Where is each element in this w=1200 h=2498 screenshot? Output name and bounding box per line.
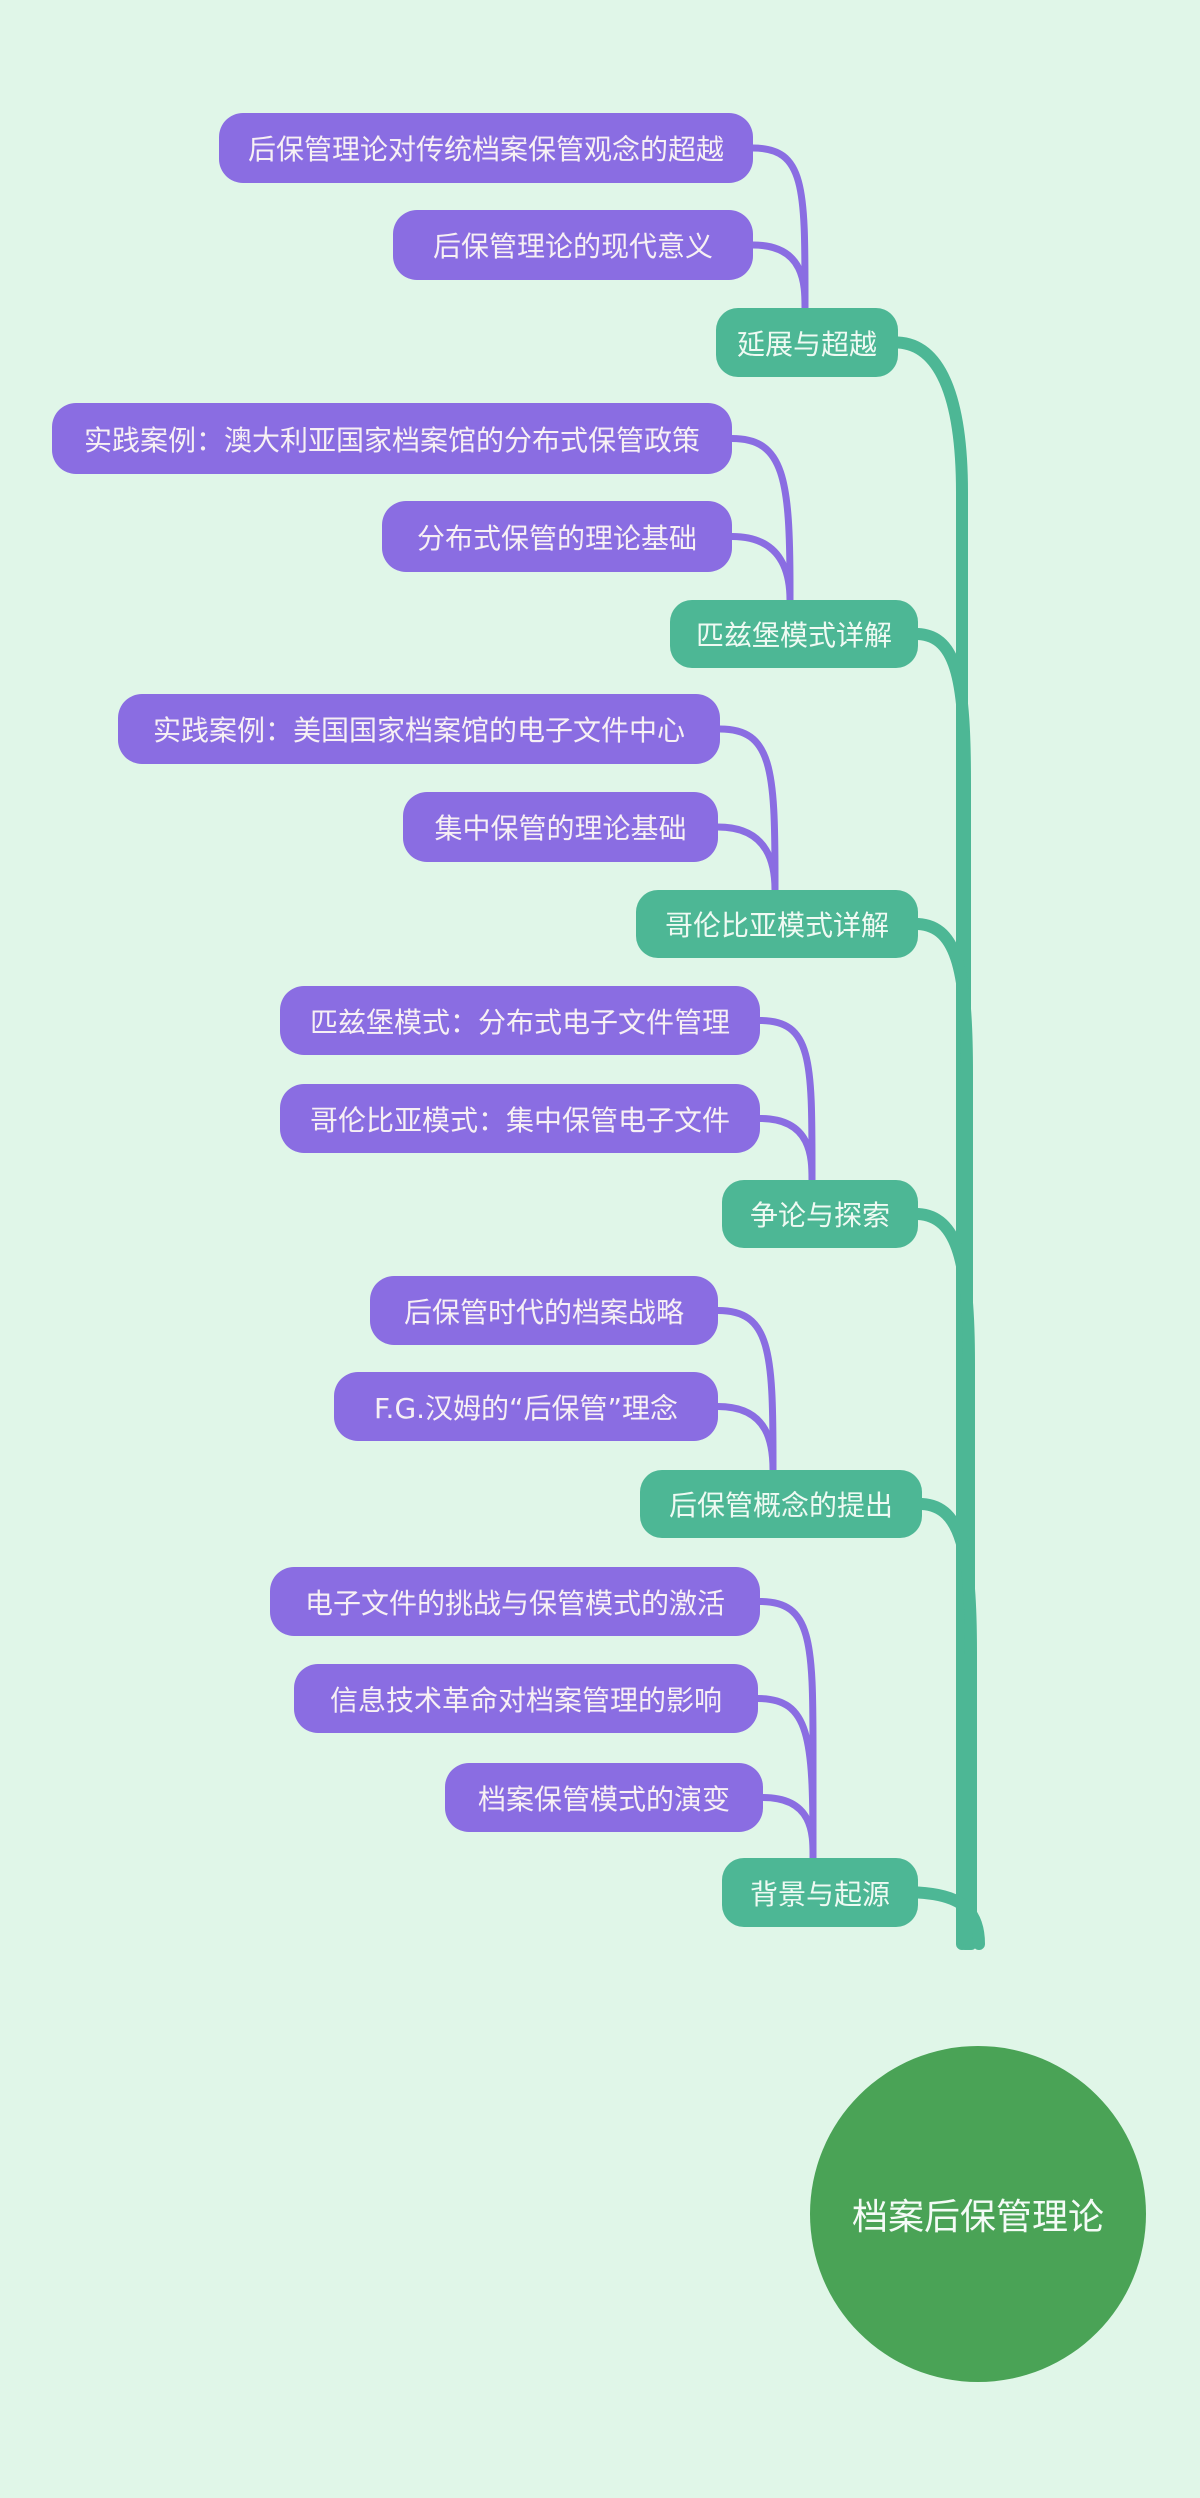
leaf-node[interactable]: 哥伦比亚模式：集中保管电子文件 <box>280 1084 760 1153</box>
leaf-connector <box>759 1794 817 1868</box>
branch-connector <box>912 628 971 1950</box>
leaf-connector <box>756 1115 816 1190</box>
branch-node[interactable]: 争论与探索 <box>722 1180 918 1248</box>
branch-node-label: 匹兹堡模式详解 <box>695 619 892 652</box>
leaf-node[interactable]: 电子文件的挑战与保管模式的激活 <box>270 1567 760 1636</box>
leaf-node-label: 电子文件的挑战与保管模式的激活 <box>304 1586 725 1620</box>
leaf-node-label: 哥伦比亚模式：集中保管电子文件 <box>309 1103 730 1137</box>
branch-node[interactable]: 后保管概念的提出 <box>640 1470 922 1538</box>
branch-connector <box>892 336 968 1950</box>
leaf-connector <box>728 435 794 610</box>
root-node[interactable]: 档案后保管理论 <box>810 2046 1146 2382</box>
leaf-connector <box>756 1598 817 1868</box>
leaf-node-label: 信息技术革命对档案管理的影响 <box>329 1683 722 1717</box>
leaf-node-label: 集中保管的理论基础 <box>434 812 687 845</box>
branch-node-label: 哥伦比亚模式详解 <box>664 909 889 942</box>
leaf-connector <box>716 725 779 900</box>
leaf-connector <box>754 1695 817 1868</box>
leaf-connector <box>714 823 779 900</box>
branch-node-label: 背景与起源 <box>749 1877 890 1911</box>
branch-connector <box>912 918 973 1950</box>
leaf-connector <box>714 1307 777 1480</box>
leaf-connector <box>749 241 809 318</box>
leaf-connector <box>749 144 809 318</box>
leaf-node-label: 实践案例：澳大利亚国家档案馆的分布式保管政策 <box>83 423 700 457</box>
leaf-node[interactable]: 匹兹堡模式：分布式电子文件管理 <box>280 986 760 1055</box>
leaf-node[interactable]: 实践案例：澳大利亚国家档案馆的分布式保管政策 <box>52 403 732 474</box>
branch-node-label: 争论与探索 <box>749 1199 890 1232</box>
branch-node[interactable]: 背景与起源 <box>722 1858 918 1927</box>
leaf-node-label: 实践案例：美国国家档案馆的电子文件中心 <box>152 714 685 747</box>
leaf-node-label: 档案保管模式的演变 <box>477 1782 730 1816</box>
leaf-node[interactable]: 实践案例：美国国家档案馆的电子文件中心 <box>118 694 720 764</box>
leaf-node[interactable]: 档案保管模式的演变 <box>445 1763 763 1832</box>
leaf-node[interactable]: 后保管理论的现代意义 <box>393 210 753 280</box>
branch-node[interactable]: 延展与超越 <box>716 308 898 377</box>
leaf-node[interactable]: 分布式保管的理论基础 <box>382 501 732 572</box>
leaf-node[interactable]: 后保管理论对传统档案保管观念的超越 <box>219 113 753 183</box>
leaf-connector <box>714 1403 777 1480</box>
branch-node[interactable]: 哥伦比亚模式详解 <box>636 890 918 958</box>
branch-node[interactable]: 匹兹堡模式详解 <box>670 600 918 668</box>
branch-connector <box>912 1208 975 1950</box>
leaf-node-label: 后保管理论对传统档案保管观念的超越 <box>247 133 724 166</box>
leaf-node-label: 后保管理论的现代意义 <box>432 230 713 263</box>
leaf-node[interactable]: 后保管时代的档案战略 <box>370 1276 718 1345</box>
leaf-node[interactable]: 集中保管的理论基础 <box>403 792 718 862</box>
leaf-node-label: 分布式保管的理论基础 <box>416 521 697 555</box>
leaf-node-label: 匹兹堡模式：分布式电子文件管理 <box>309 1005 730 1039</box>
leaf-connector <box>728 533 794 610</box>
leaf-node-label: 后保管时代的档案战略 <box>403 1295 684 1329</box>
leaf-node[interactable]: F.G.汉姆的“后保管”理念 <box>334 1372 718 1441</box>
leaf-node[interactable]: 信息技术革命对档案管理的影响 <box>294 1664 758 1733</box>
leaf-connector <box>756 1017 816 1190</box>
branch-node-label: 后保管概念的提出 <box>668 1489 893 1522</box>
branch-node-label: 延展与超越 <box>736 327 877 361</box>
root-label: 档案后保管理论 <box>851 2197 1104 2238</box>
branch-connector <box>912 1886 985 1950</box>
branch-connector <box>916 1498 977 1950</box>
leaf-node-label: F.G.汉姆的“后保管”理念 <box>373 1391 679 1425</box>
